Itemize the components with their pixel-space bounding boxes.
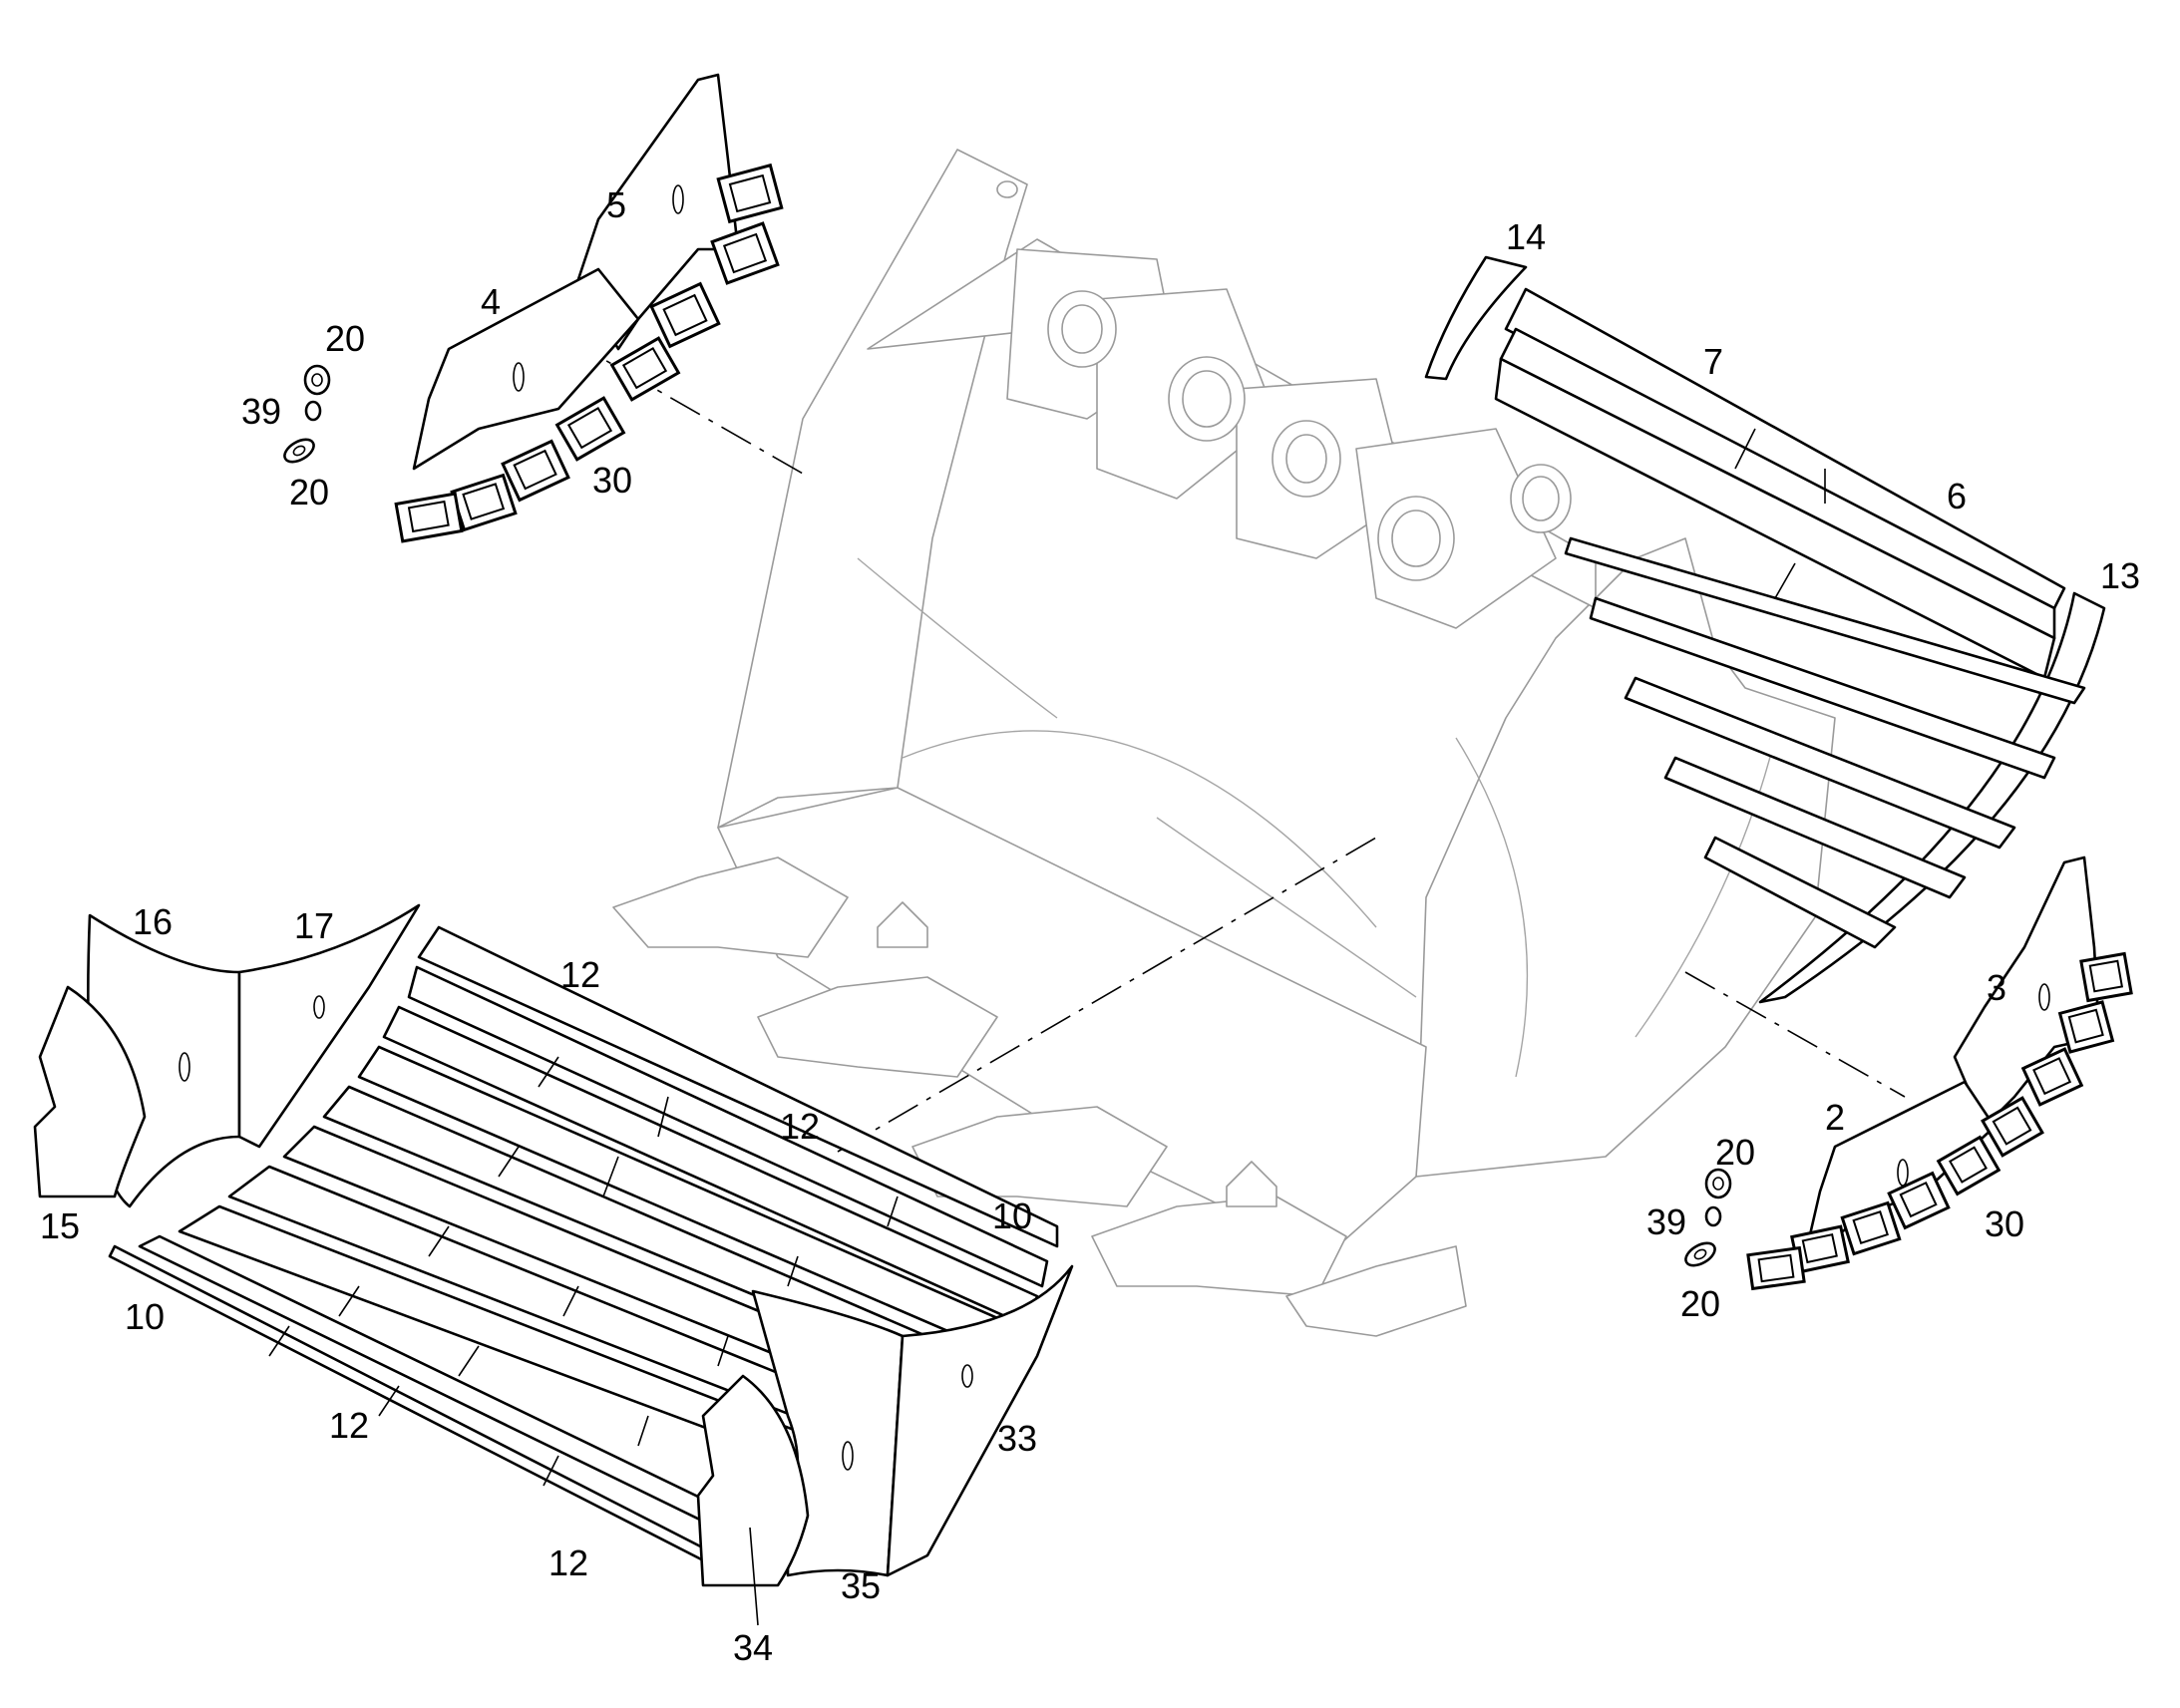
wear-pads-lower-right [1746, 951, 2133, 1291]
callout-14: 14 [1506, 216, 1546, 257]
callout-10: 10 [992, 1196, 1032, 1236]
bucket-body [612, 149, 1836, 1337]
callout-5: 5 [606, 184, 626, 225]
callout-13: 13 [2100, 555, 2140, 596]
wear-pads-upper-left [394, 163, 784, 543]
liner-pack-lower-left [33, 903, 1074, 1587]
callout-16: 16 [133, 901, 173, 942]
callout-3: 3 [1987, 967, 2006, 1008]
side-cutter-upper-left [283, 73, 784, 543]
bolt-nut-washer-upper-left [283, 364, 331, 464]
callout-labels: 5 4 20 39 20 30 14 7 6 13 16 17 15 12 12… [40, 184, 2140, 1668]
callout-33: 33 [997, 1418, 1037, 1459]
assembly-center-lines [567, 338, 1906, 1153]
callout-35: 35 [841, 1565, 881, 1606]
bolt-nut-washer-lower-right [1684, 1168, 1732, 1267]
callout-30: 30 [592, 460, 632, 501]
side-cutter-lower-right [1684, 855, 2133, 1291]
callout-12: 12 [329, 1405, 369, 1446]
callout-39: 39 [1646, 1201, 1686, 1242]
leader-34 [749, 1527, 759, 1626]
callout-7: 7 [1703, 341, 1723, 382]
callout-20: 20 [325, 318, 365, 359]
callout-12: 12 [548, 1542, 588, 1583]
callout-12: 12 [560, 954, 600, 995]
callout-6: 6 [1947, 476, 1967, 516]
callout-10: 10 [125, 1296, 165, 1337]
callout-4: 4 [481, 281, 501, 322]
callout-20: 20 [289, 472, 329, 512]
callout-2: 2 [1825, 1097, 1845, 1138]
callout-39: 39 [241, 391, 281, 432]
callout-30: 30 [1985, 1203, 2024, 1244]
callout-20: 20 [1680, 1283, 1720, 1324]
callout-12: 12 [780, 1106, 820, 1147]
callout-17: 17 [294, 905, 334, 946]
callout-20: 20 [1715, 1132, 1755, 1173]
liner-pack-upper-right [1424, 255, 2106, 1004]
callout-15: 15 [40, 1205, 80, 1246]
callout-34: 34 [733, 1627, 773, 1668]
